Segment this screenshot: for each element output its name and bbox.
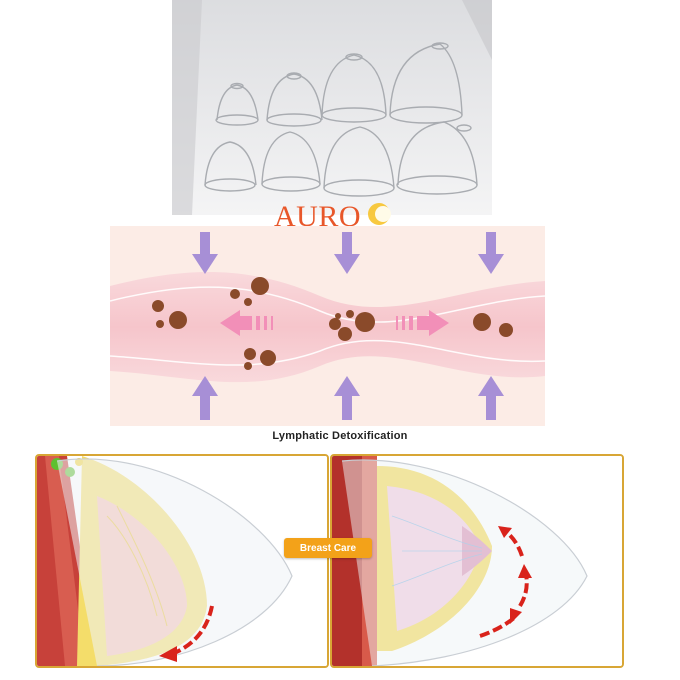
cup-small-3 [204, 141, 257, 192]
comparison-panel-before [35, 454, 329, 668]
cup-medium-1 [321, 53, 387, 123]
cup-medium-2 [323, 126, 395, 197]
cup-large-2 [396, 121, 478, 195]
diagram-caption: Lymphatic Detoxification [272, 430, 408, 442]
breast-care-badge: Breast Care [284, 538, 372, 558]
lymphatic-diagram [110, 226, 545, 426]
pressure-arrows-bottom [192, 376, 504, 420]
comparison-panel-after [330, 454, 624, 668]
cup-small-1 [215, 82, 259, 126]
cup-small-4 [261, 131, 321, 192]
pressure-arrows-top [192, 232, 504, 274]
cup-small-2 [266, 72, 323, 127]
product-photo [172, 0, 492, 215]
flow-arrow-left [220, 310, 273, 336]
toxin-particles [152, 277, 513, 370]
cup-large-1 [389, 42, 463, 124]
flow-arrow-right [396, 310, 449, 336]
